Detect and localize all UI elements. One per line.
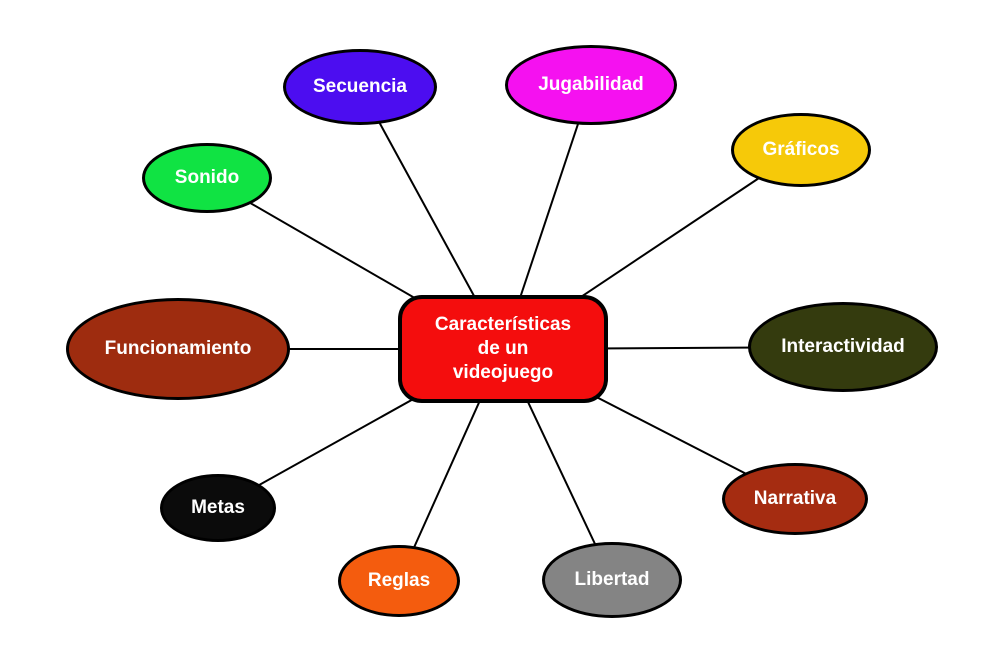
node-secuencia-label: Secuencia bbox=[313, 76, 407, 98]
central-topic-label: Características de un videojuego bbox=[434, 314, 572, 383]
node-metas-label: Metas bbox=[191, 497, 245, 519]
node-interactividad: Interactividad bbox=[748, 302, 938, 392]
node-narrativa-label: Narrativa bbox=[753, 488, 837, 510]
node-graficos: Gráficos bbox=[731, 113, 871, 187]
node-libertad: Libertad bbox=[542, 542, 682, 618]
node-sonido-label: Sonido bbox=[174, 167, 240, 189]
node-narrativa: Narrativa bbox=[722, 463, 868, 535]
node-funcionamiento: Funcionamiento bbox=[66, 298, 290, 400]
node-libertad-label: Libertad bbox=[574, 569, 650, 591]
node-sonido: Sonido bbox=[142, 143, 272, 213]
node-interactividad-label: Interactividad bbox=[781, 336, 905, 358]
node-metas: Metas bbox=[160, 474, 276, 542]
node-graficos-label: Gráficos bbox=[762, 139, 840, 161]
node-secuencia: Secuencia bbox=[283, 49, 437, 125]
node-jugabilidad: Jugabilidad bbox=[505, 45, 677, 125]
node-reglas-label: Reglas bbox=[367, 570, 431, 592]
node-reglas: Reglas bbox=[338, 545, 460, 617]
central-topic: Características de un videojuego bbox=[398, 295, 608, 403]
node-jugabilidad-label: Jugabilidad bbox=[538, 74, 644, 96]
node-funcionamiento-label: Funcionamiento bbox=[104, 338, 252, 360]
